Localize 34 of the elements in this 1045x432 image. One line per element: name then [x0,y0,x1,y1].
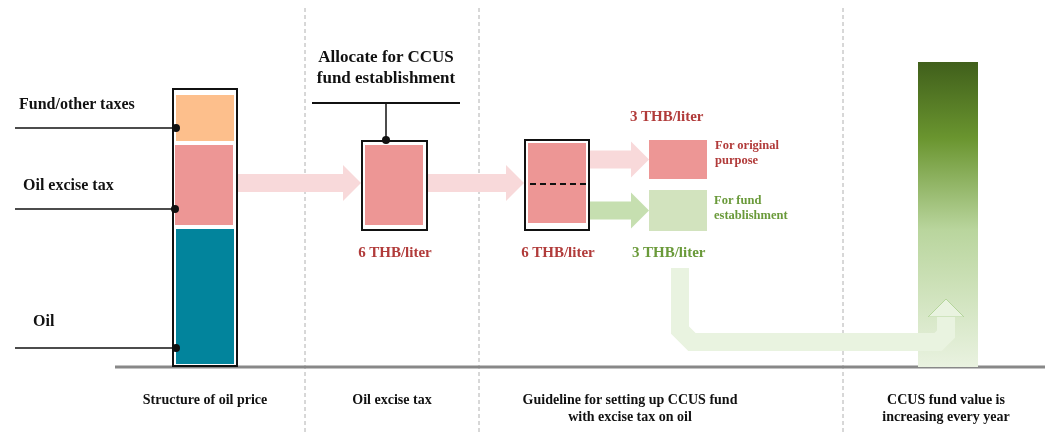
tax-box [524,139,590,231]
price-column [172,88,238,367]
value-label: 3 THB/liter [632,243,707,261]
leader-line [14,124,180,132]
leader-line [14,344,180,352]
allocation-block [649,140,707,179]
value-label: 3 THB/liter [630,107,705,125]
leader-line [382,103,390,144]
value-label: 6 THB/liter [357,243,433,261]
tax-block [528,143,586,223]
price-segment [176,229,234,364]
tax-box [361,140,428,231]
allocation-block [649,190,707,231]
heading-label: Allocate for CCUS fund establishment [312,46,460,104]
caption-label: For original purpose [715,138,780,168]
section-label: Guideline for setting up CCUS fund with excise tax on oil [521,392,739,426]
section-label: Oil excise tax [351,392,433,409]
callout-label: Fund/other taxes [15,95,180,128]
gradient-bar [918,62,978,367]
block-arrow [238,165,361,201]
tax-block [365,145,423,225]
block-arrow [590,141,649,178]
price-segment [176,95,234,141]
curved-block-arrow [671,268,965,351]
price-segment [175,145,233,225]
block-arrow [428,165,524,201]
section-label: CCUS fund value is increasing every year [881,392,1011,426]
caption-label: For fund establishment [714,193,789,223]
callout-label: Oil excise tax [15,176,180,209]
value-label: 6 THB/liter [520,243,596,261]
section-label: Structure of oil price [141,392,269,409]
block-arrow [590,192,649,229]
leader-line [14,205,179,213]
callout-label: Oil [15,312,180,348]
